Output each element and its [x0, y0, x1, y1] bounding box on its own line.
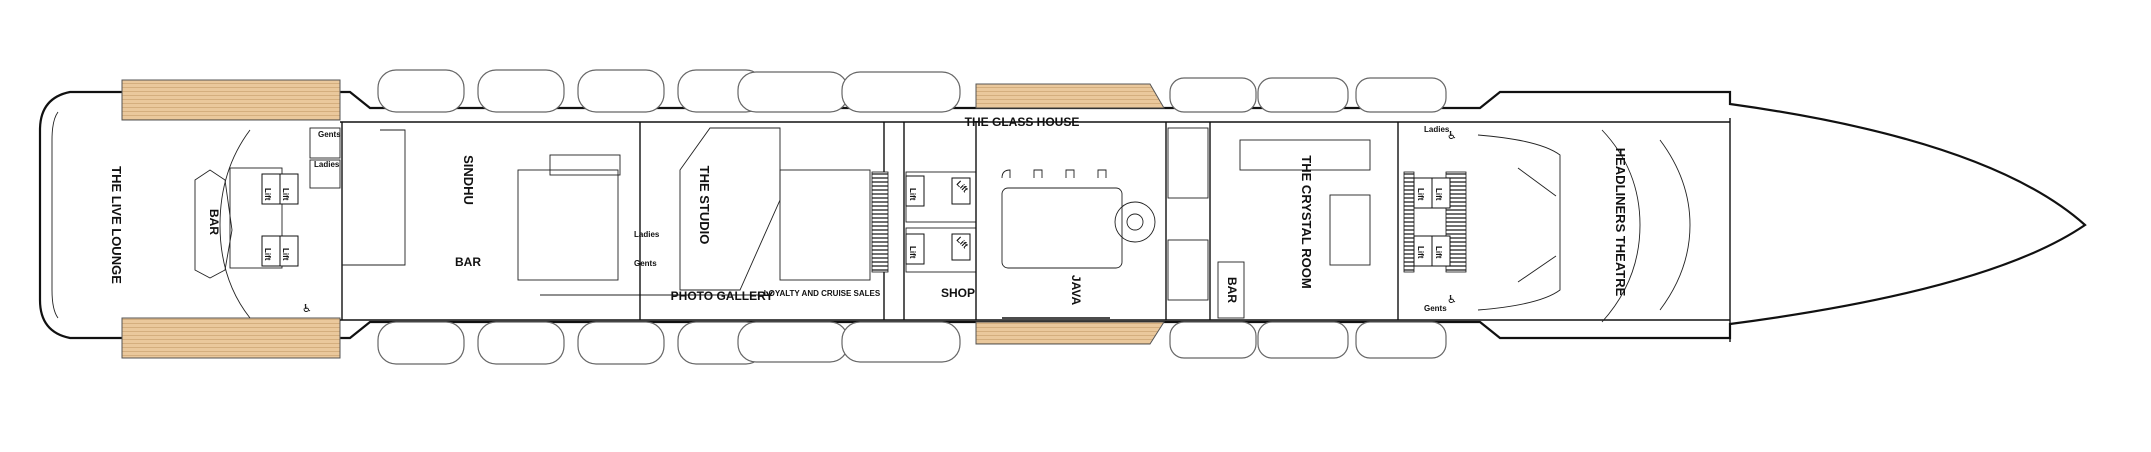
svg-text:♿: ♿ — [1447, 293, 1457, 306]
label-headliners: HEADLINERS THEATRE — [1613, 148, 1628, 297]
lift-label: Lift — [281, 188, 290, 201]
lift-label: Lift — [908, 188, 917, 201]
lift-label: Lift — [1434, 188, 1443, 201]
lift-mid-2 — [905, 233, 925, 265]
lift-fwd-2 — [1431, 177, 1451, 209]
label-sindhu: SINDHU — [461, 155, 476, 205]
label-gents-sindhu: Gents — [634, 259, 657, 268]
lift-label: Lift — [1434, 246, 1443, 259]
venue-labels: THE LIVE LOUNGE BAR SINDHU BAR THE STUDI… — [109, 115, 1628, 305]
lift-bank-aft — [261, 173, 299, 267]
label-ladies-fwd: Ladies — [1424, 125, 1450, 134]
label-bar-mid: BAR — [1225, 277, 1239, 303]
label-gents-fwd: Gents — [1424, 304, 1447, 313]
label-crystal-room: THE CRYSTAL ROOM — [1299, 155, 1314, 288]
lifeboats-bottom — [377, 321, 1447, 365]
open-deck-areas — [121, 79, 1165, 359]
label-glass-house: THE GLASS HOUSE — [965, 115, 1080, 129]
svg-text:♿: ♿ — [302, 302, 312, 315]
lift-aft-2 — [279, 173, 299, 205]
lift-fwd-4 — [1431, 235, 1451, 267]
interior-walls — [194, 121, 1730, 323]
label-ladies-aft: Ladies — [314, 160, 340, 169]
lift-mid-3 — [951, 177, 971, 205]
wheelchair-icon: ♿ ♿ ♿ — [302, 129, 1457, 315]
lift-bank-mid — [905, 175, 971, 265]
lift-mid-4 — [951, 233, 971, 261]
lift-bank-forward — [1413, 177, 1451, 267]
facility-labels: Gents Ladies Ladies Gents Ladies Gents L… — [263, 125, 1450, 313]
label-photo-gallery: PHOTO GALLERY — [671, 289, 774, 303]
label-live-lounge: THE LIVE LOUNGE — [109, 166, 124, 284]
label-bar-sindhu: BAR — [455, 255, 481, 269]
lift-label: Lift — [281, 248, 290, 261]
lift-label: Lift — [263, 188, 272, 201]
label-shop: SHOP — [941, 286, 975, 300]
label-bar-aft: BAR — [207, 209, 221, 235]
label-the-studio: THE STUDIO — [697, 166, 712, 245]
ship-hull — [38, 90, 2087, 342]
lifeboats-top — [377, 69, 1447, 113]
lift-label: Lift — [1416, 188, 1425, 201]
label-ladies-sindhu: Ladies — [634, 230, 660, 239]
lift-label: Lift — [1416, 246, 1425, 259]
svg-text:♿: ♿ — [1447, 129, 1457, 142]
lift-label: Lift — [263, 248, 272, 261]
lift-aft-4 — [279, 235, 299, 267]
label-gents-aft: Gents — [318, 130, 341, 139]
label-loyalty: LOYALTY AND CRUISE SALES — [764, 289, 881, 298]
label-java: JAVA — [1069, 275, 1083, 306]
lift-label: Lift — [908, 246, 917, 259]
lift-mid-1 — [905, 175, 925, 207]
